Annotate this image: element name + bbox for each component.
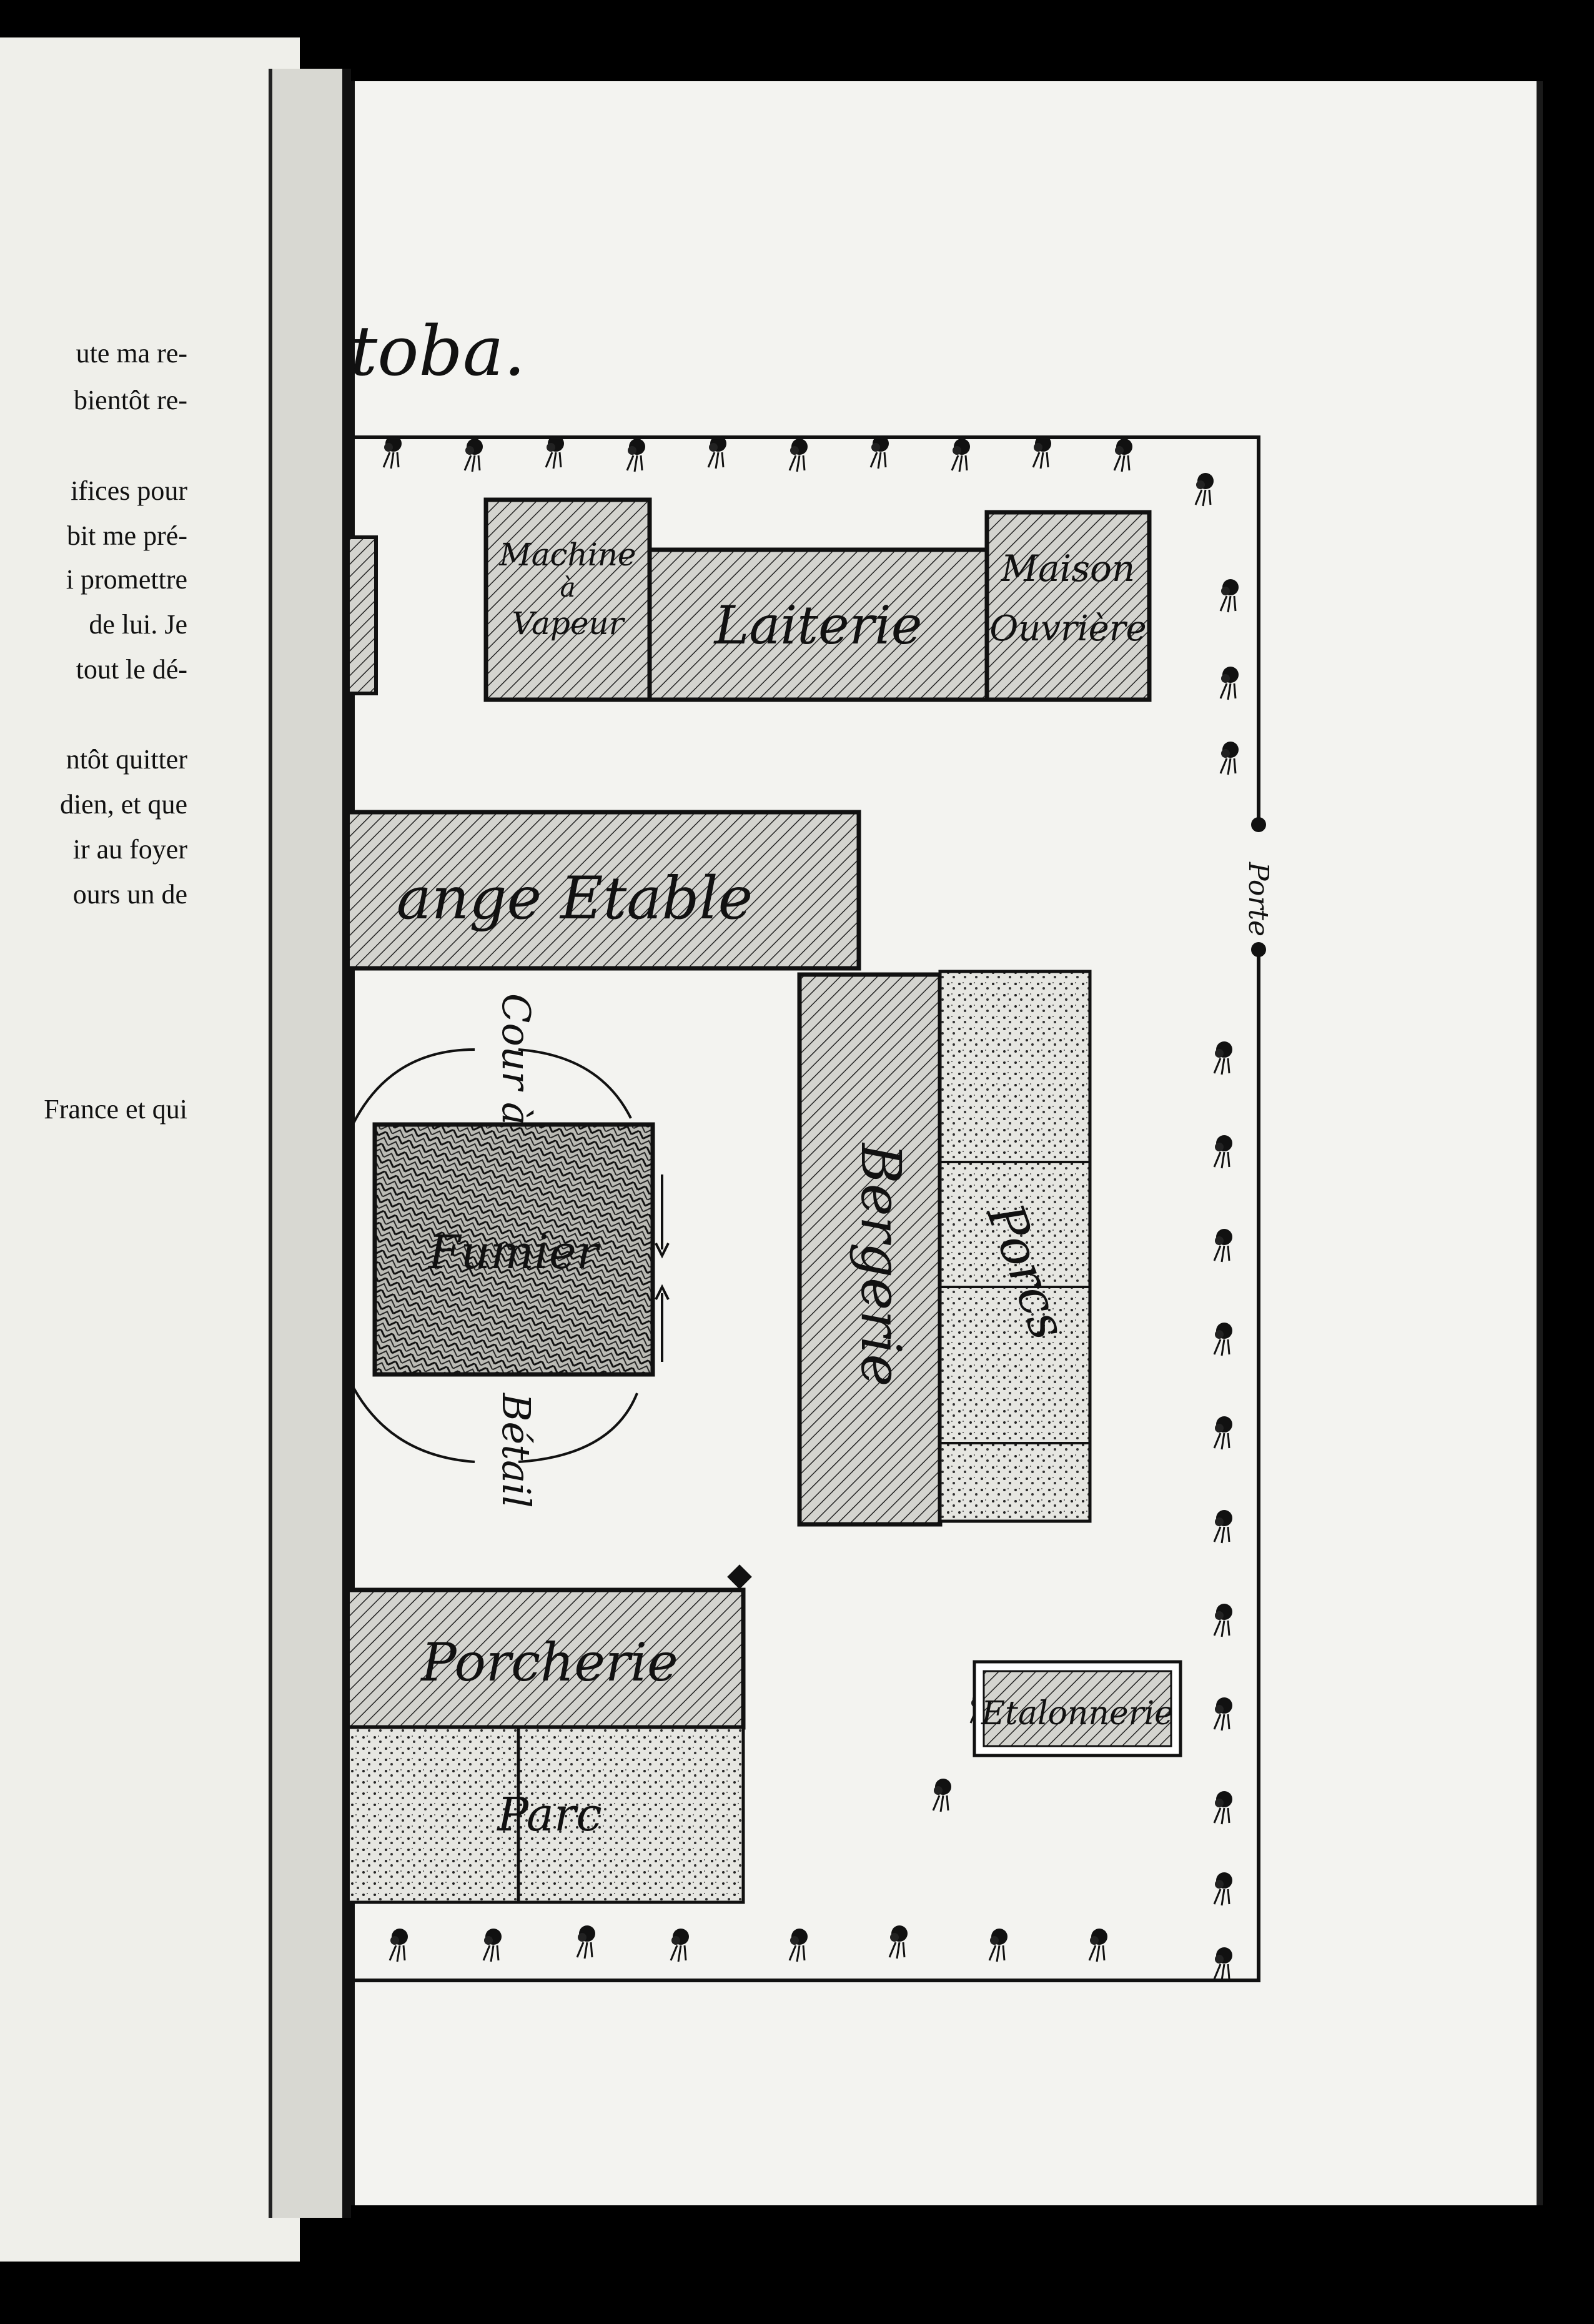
text-line: bientôt re- bbox=[73, 385, 187, 415]
gate-label: Porte bbox=[1242, 862, 1274, 936]
gate-post bbox=[1251, 817, 1266, 832]
text-line: ute ma re- bbox=[76, 338, 187, 369]
label-maison: Maison bbox=[1001, 547, 1136, 590]
label-ouvriere: Ouvrière bbox=[989, 608, 1146, 649]
text-line: ntôt quitter bbox=[66, 744, 187, 775]
text-line: ir au foyer bbox=[72, 834, 187, 865]
text-line: de lui. Je bbox=[89, 609, 187, 640]
building-laiterie bbox=[647, 547, 989, 702]
pen-porcs bbox=[938, 970, 1092, 1523]
label-machine-vapeur: Vapeur bbox=[512, 605, 625, 642]
building-bergerie bbox=[797, 972, 943, 1527]
text-line: France et qui bbox=[44, 1094, 187, 1125]
label-betail: Bétail bbox=[493, 1393, 539, 1508]
book-spine bbox=[342, 69, 351, 2218]
torn-page-edge bbox=[269, 69, 350, 2218]
arrow bbox=[350, 1380, 475, 1463]
label-cour: Cour à bbox=[493, 993, 539, 1125]
left-page: ute ma re- bientôt re- ifices pour bit m… bbox=[0, 37, 300, 2262]
tree-row-bottom bbox=[389, 1924, 1109, 1963]
map-title-fragment: toba. bbox=[350, 311, 525, 391]
building-machine bbox=[483, 497, 652, 702]
right-page: toba. Porte bbox=[350, 81, 1543, 2205]
fumier-pile bbox=[372, 1122, 655, 1377]
building-porcherie bbox=[350, 1587, 746, 1730]
arrow bbox=[518, 1393, 638, 1463]
label-grange-etable: ange Etable bbox=[397, 865, 753, 933]
label-etalonnerie: Etalonnerie bbox=[981, 1695, 1174, 1732]
text-line: ifices pour bbox=[71, 475, 187, 506]
building-maison bbox=[984, 510, 1152, 702]
label-laiterie: Laiterie bbox=[713, 595, 923, 656]
building-grange-etable bbox=[350, 810, 861, 971]
arrow bbox=[350, 1048, 475, 1131]
label-porcherie: Porcherie bbox=[420, 1632, 678, 1693]
text-line: i promettre bbox=[66, 564, 187, 595]
tree-row-right bbox=[1213, 578, 1240, 1982]
pen-parc bbox=[350, 1726, 745, 1904]
enclosure-fence bbox=[350, 435, 1260, 1982]
gate-post bbox=[1251, 942, 1266, 957]
text-line: ours un de bbox=[72, 879, 187, 910]
label-machine: Machine bbox=[499, 537, 636, 573]
tree-row-top bbox=[382, 434, 1215, 507]
label-fumier: Fumier bbox=[427, 1226, 601, 1279]
label-bergerie: Bergerie bbox=[849, 1142, 913, 1387]
arrow bbox=[518, 1048, 632, 1119]
text-line: dien, et que bbox=[59, 789, 187, 820]
label-machine-a: à bbox=[560, 572, 575, 603]
text-line: tout le dé- bbox=[76, 654, 187, 685]
label-parc: Parc bbox=[496, 1788, 601, 1842]
farm-plan: toba. Porte bbox=[350, 81, 1274, 2205]
text-line: bit me pré- bbox=[66, 520, 187, 551]
